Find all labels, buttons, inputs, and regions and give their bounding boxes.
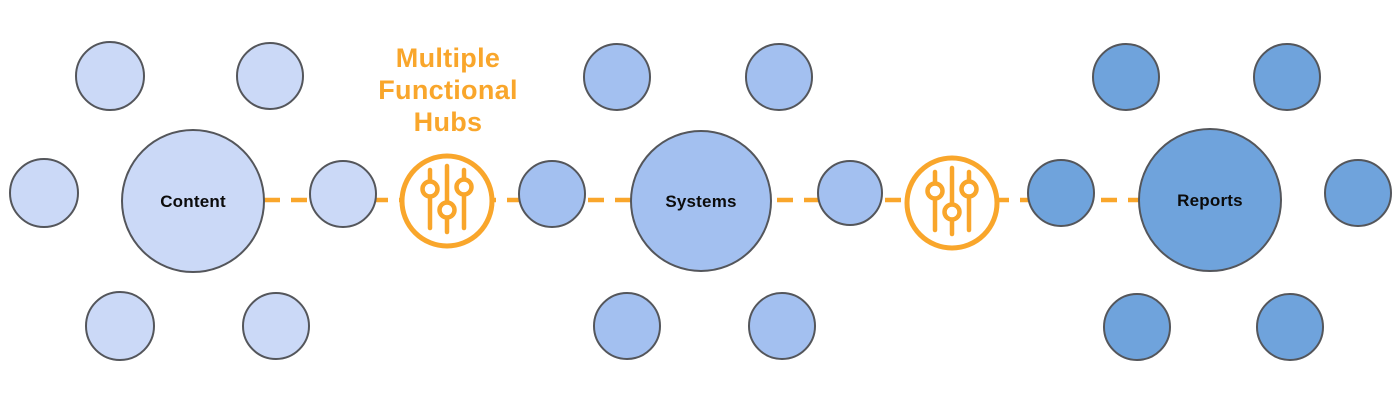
cluster-label-content: Content: [160, 192, 226, 211]
satellite-circle-systems: [817, 160, 883, 226]
satellite-circle-reports: [1103, 293, 1171, 361]
satellite-circle-systems: [745, 43, 813, 111]
satellite-circle-systems: [518, 160, 586, 228]
satellite-circle-systems: [593, 292, 661, 360]
cluster-circle-reports: [1138, 128, 1282, 272]
satellite-circle-content: [242, 292, 310, 360]
satellite-circle-content: [236, 42, 304, 110]
functional-hub-2: [904, 155, 1000, 251]
satellite-circle-reports: [1027, 159, 1095, 227]
satellite-circle-reports: [1256, 293, 1324, 361]
satellite-circle-content: [75, 41, 145, 111]
satellite-circle-content: [309, 160, 377, 228]
satellite-circle-systems: [583, 43, 651, 111]
satellite-circle-reports: [1324, 159, 1392, 227]
diagram-title: Multiple Functional Hubs: [378, 43, 518, 137]
functional-hub-1: [399, 153, 495, 249]
sliders-icon-knob: [454, 177, 474, 197]
sliders-icon-knob: [942, 202, 962, 222]
satellite-circle-content: [9, 158, 79, 228]
cluster-label-systems: Systems: [665, 192, 737, 211]
satellite-circle-reports: [1253, 43, 1321, 111]
satellite-circle-systems: [748, 292, 816, 360]
cluster-circle-systems: [630, 130, 772, 272]
cluster-label-reports: Reports: [1177, 191, 1243, 210]
sliders-icon-knob: [437, 200, 457, 220]
sliders-icon-knob: [959, 179, 979, 199]
cluster-circle-content: [121, 129, 265, 273]
satellite-circle-content: [85, 291, 155, 361]
sliders-icon-knob: [420, 179, 440, 199]
satellite-circle-reports: [1092, 43, 1160, 111]
sliders-icon-knob: [925, 181, 945, 201]
